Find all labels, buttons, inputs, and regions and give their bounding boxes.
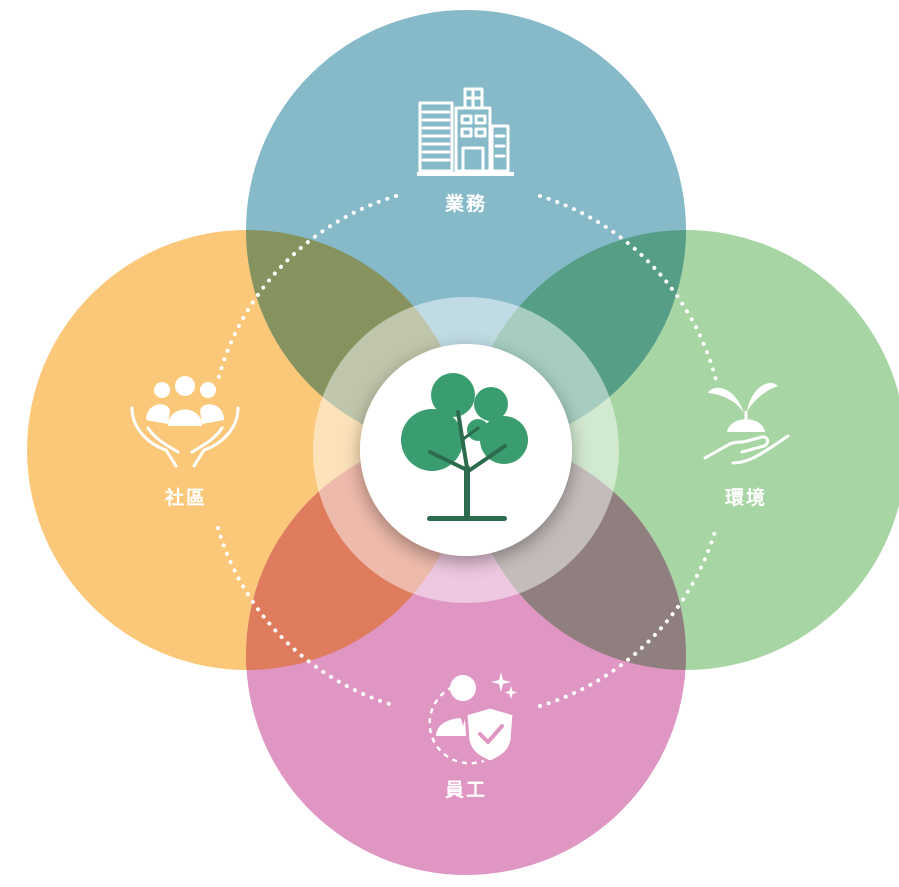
label-business: 業務	[444, 192, 487, 215]
overlap-employees-environment	[466, 435, 686, 670]
tree-icon	[401, 373, 528, 521]
dotted-orbit	[216, 194, 718, 708]
employee-shield-icon	[428, 672, 517, 765]
overlap-business-environment	[466, 230, 686, 450]
label-community: 社區	[164, 486, 207, 509]
label-environment: 環境	[725, 486, 767, 509]
office-building-icon	[417, 87, 514, 176]
label-employees: 員工	[445, 779, 487, 801]
people-in-hands-icon	[130, 376, 240, 468]
plant-in-hand-icon	[703, 383, 790, 465]
overlap-business-community	[246, 230, 467, 450]
